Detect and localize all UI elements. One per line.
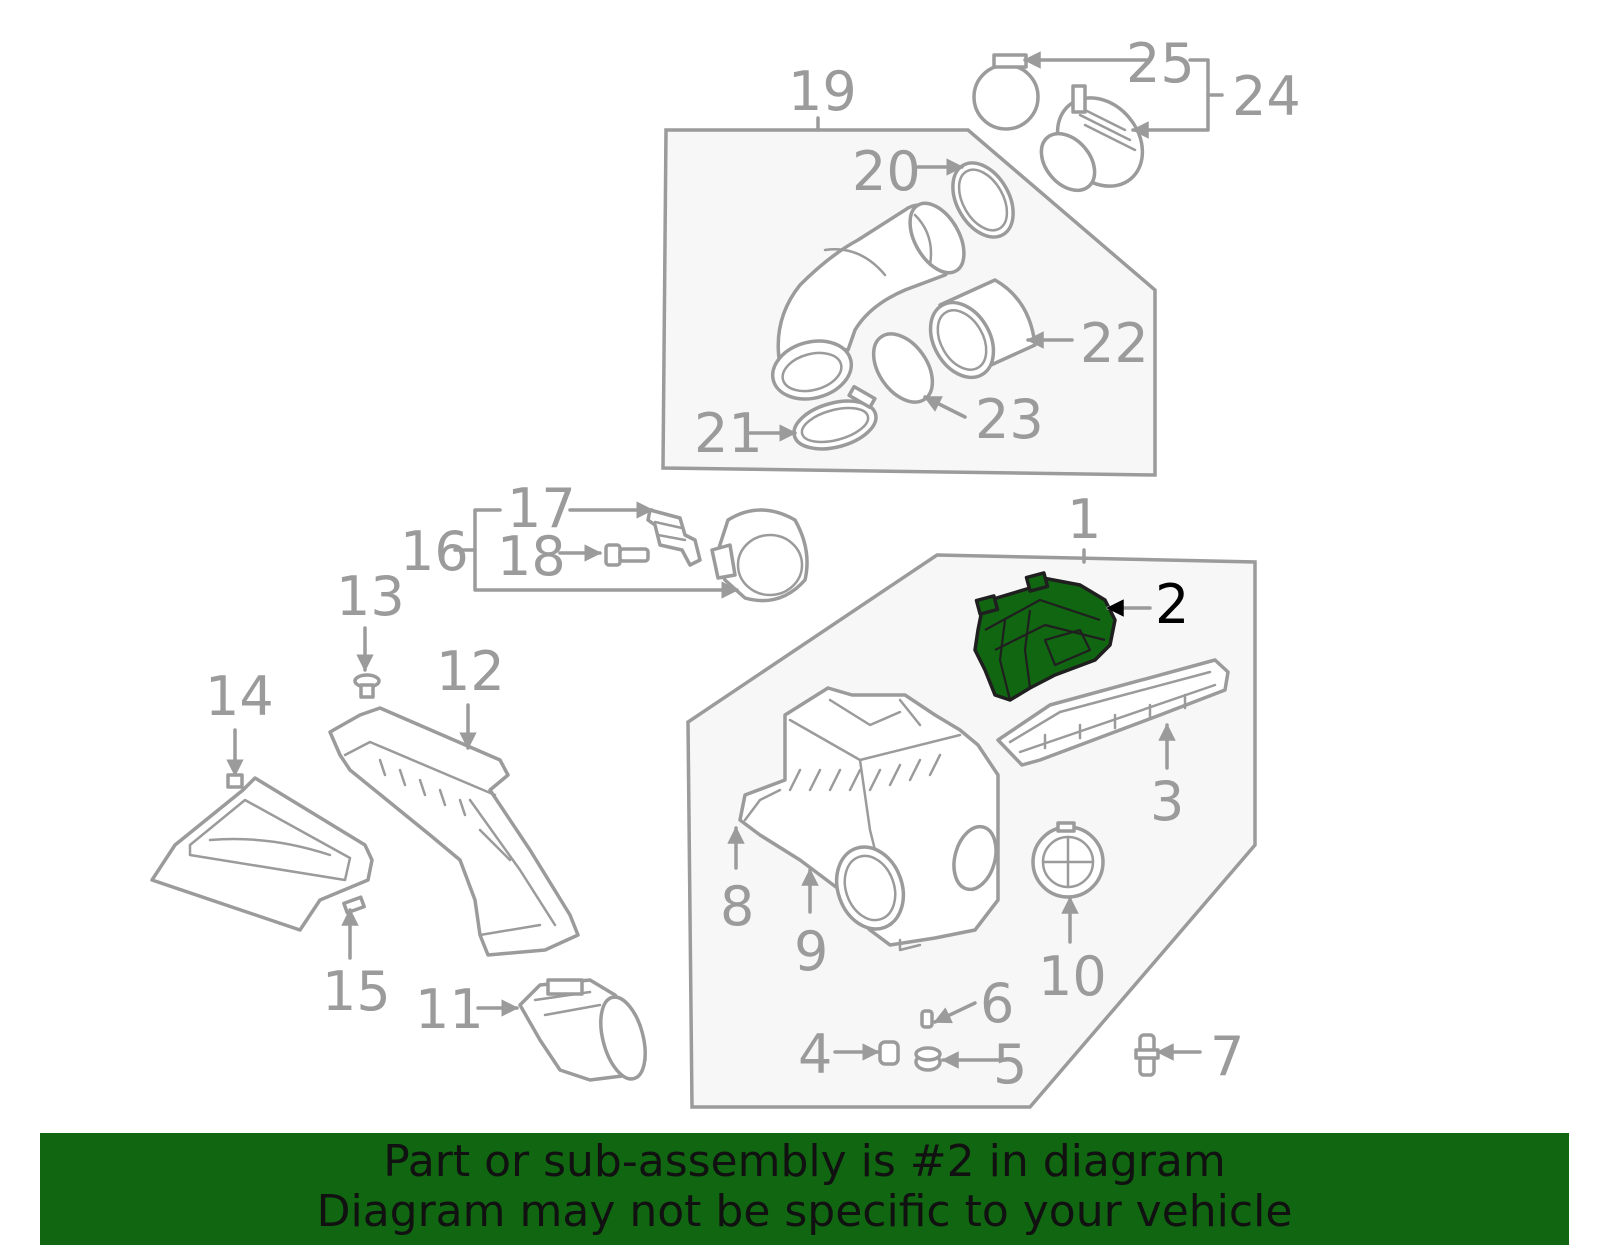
part-24-sensor-housing: [1039, 84, 1145, 193]
callout-14: 14: [205, 665, 274, 728]
part-13-clip: [353, 673, 381, 699]
callout-12: 12: [436, 640, 505, 703]
callout-6: 6: [980, 972, 1014, 1035]
callout-11: 11: [415, 978, 484, 1041]
part-17-sensor: [646, 508, 702, 567]
part-25-clamp: [972, 53, 1040, 131]
callout-22: 22: [1080, 312, 1149, 375]
part-14-air-guide: [150, 773, 374, 932]
callout-16: 16: [400, 520, 469, 583]
info-banner: Part or sub-assembly is #2 in diagram Di…: [40, 1133, 1569, 1245]
part-10-resonator: [1031, 821, 1105, 899]
callout-8: 8: [720, 875, 754, 938]
callout-5: 5: [993, 1033, 1027, 1096]
part-19-intake-hose: [770, 201, 966, 401]
callout-21: 21: [694, 402, 763, 465]
callout-24: 24: [1232, 65, 1301, 128]
part-15-pin: [342, 895, 366, 915]
part-3-air-filter-element: [996, 658, 1230, 767]
callout-1: 1: [1067, 488, 1101, 551]
part-12-intake-duct: [328, 706, 580, 957]
part-4-grommet: [878, 1040, 900, 1066]
callout-17: 17: [507, 477, 576, 540]
banner-line-1: Part or sub-assembly is #2 in diagram: [383, 1136, 1226, 1187]
part-18-bolt: [604, 543, 650, 567]
banner-line-2: Diagram may not be specific to your vehi…: [316, 1186, 1293, 1237]
part-2-air-filter-cover: [973, 571, 1117, 702]
callout-2: 2: [1155, 573, 1189, 636]
part-5-bushing: [914, 1046, 942, 1072]
callout-20: 20: [852, 140, 921, 203]
callout-7: 7: [1210, 1025, 1244, 1088]
part-8-gasket-edge: [743, 788, 782, 822]
part-22-sleeve: [928, 278, 1037, 380]
callout-9: 9: [794, 920, 828, 983]
callout-4: 4: [798, 1023, 832, 1086]
callout-13: 13: [336, 565, 405, 628]
callout-25: 25: [1126, 32, 1195, 95]
part-11-resonator: [518, 978, 647, 1082]
part-7-bolt: [1134, 1033, 1160, 1077]
leader-lines: [226, 51, 1224, 1069]
callout-3: 3: [1150, 770, 1184, 833]
callout-18: 18: [497, 525, 566, 588]
callout-19: 19: [788, 60, 857, 123]
callout-15: 15: [322, 960, 391, 1023]
part-9-air-box: [738, 686, 1000, 952]
callout-10: 10: [1038, 945, 1107, 1008]
callout-23: 23: [975, 388, 1044, 451]
part-16-maf-housing: [710, 508, 809, 603]
part-6-clip: [920, 1009, 934, 1029]
